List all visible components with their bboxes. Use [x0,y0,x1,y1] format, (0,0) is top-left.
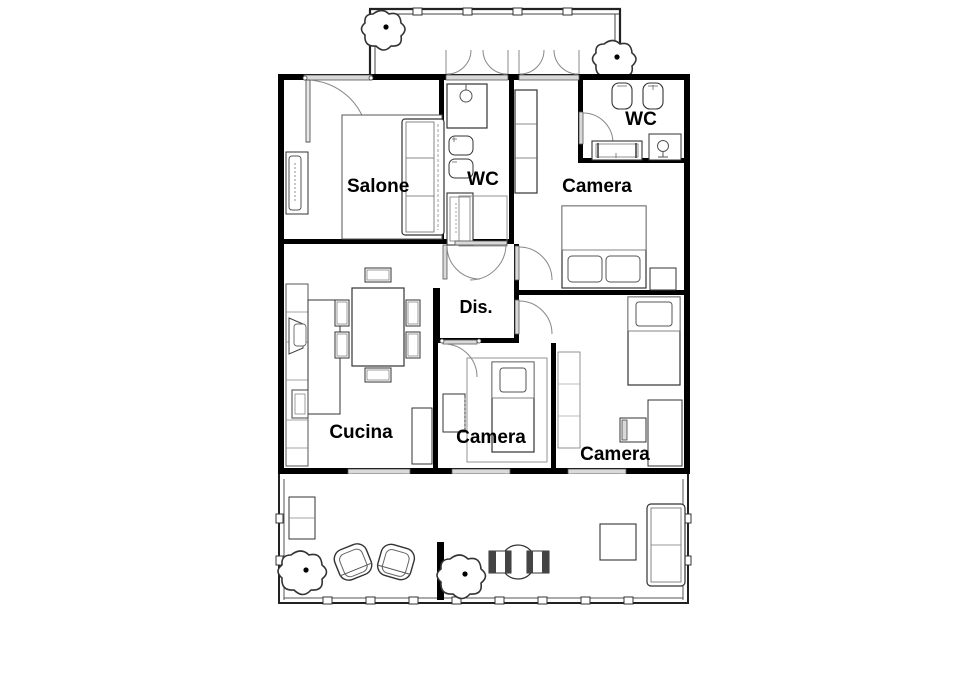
balcony-bottom [275,474,692,605]
room-label-salone: Salone [347,176,409,197]
pillow [605,255,641,283]
shower [446,83,488,129]
bathtub [591,140,643,161]
potted-plant [436,554,487,600]
pillow [635,301,673,327]
dis-door-right-top [514,245,553,281]
sofa [646,503,686,587]
armchair [333,543,373,581]
bed-area-outline [466,357,548,463]
stove [291,389,309,419]
wc-middle-door [454,240,508,281]
chair [526,550,550,574]
bidet [448,158,474,179]
wardrobe [557,351,581,449]
nightstand [649,267,677,291]
room-camera-se: Camera [557,296,683,467]
wc-top-door [578,111,614,145]
kitchen-counter [285,283,341,467]
room-label-wc-middle: WC [467,169,499,190]
pillow [567,255,603,283]
room-salone: Salone [285,74,445,240]
vanity-outline [458,195,508,247]
balcony-top-railing [412,7,573,16]
room-camera-middle: Camera [442,357,548,463]
sectional-sofa [401,118,445,236]
potted-plant [277,550,328,596]
chair [405,299,421,327]
single-bed [491,361,535,453]
cabinet [411,407,433,465]
dis-door-left [442,244,481,280]
dis-door-bottom [439,338,482,378]
french-door-top-center [445,49,509,81]
chair [619,417,647,443]
bidet [642,82,664,110]
wardrobe [514,89,538,194]
desk [647,399,683,467]
room-cucina: Cucina [285,267,433,467]
side-table [599,523,637,561]
bathtub [446,192,474,246]
cabinet [288,496,316,540]
room-wc-top: WC [578,82,682,161]
potted-plant [360,9,406,51]
armchair [376,543,416,581]
room-dis: Dis. [439,244,553,378]
chair [334,299,350,327]
room-label-cucina: Cucina [329,422,393,443]
dis-door-right-bottom [514,299,553,335]
room-label-camera-se: Camera [580,444,650,465]
double-bed [561,205,647,289]
room-camera-ne: Camera [514,49,677,291]
balcony-top [360,7,637,81]
pillow [499,367,527,393]
toilet [448,135,474,156]
toilet [611,82,633,110]
chair [364,267,392,283]
room-label-camera-middle: Camera [456,427,526,448]
chair [334,331,350,359]
tv-unit [285,151,309,215]
room-label-wc-top: WC [625,109,657,130]
room-label-camera-ne: Camera [562,176,632,197]
chair [488,550,512,574]
sink [288,317,307,355]
room-wc-middle: WC [445,49,509,281]
wardrobe [442,393,466,433]
sink [648,133,682,161]
chair [405,331,421,359]
dining-table [351,287,405,367]
single-bed [627,296,681,386]
chair [364,367,392,383]
balcony-bottom-railing [275,513,692,605]
french-door-top-right [518,49,580,81]
room-label-dis: Dis. [459,297,492,317]
